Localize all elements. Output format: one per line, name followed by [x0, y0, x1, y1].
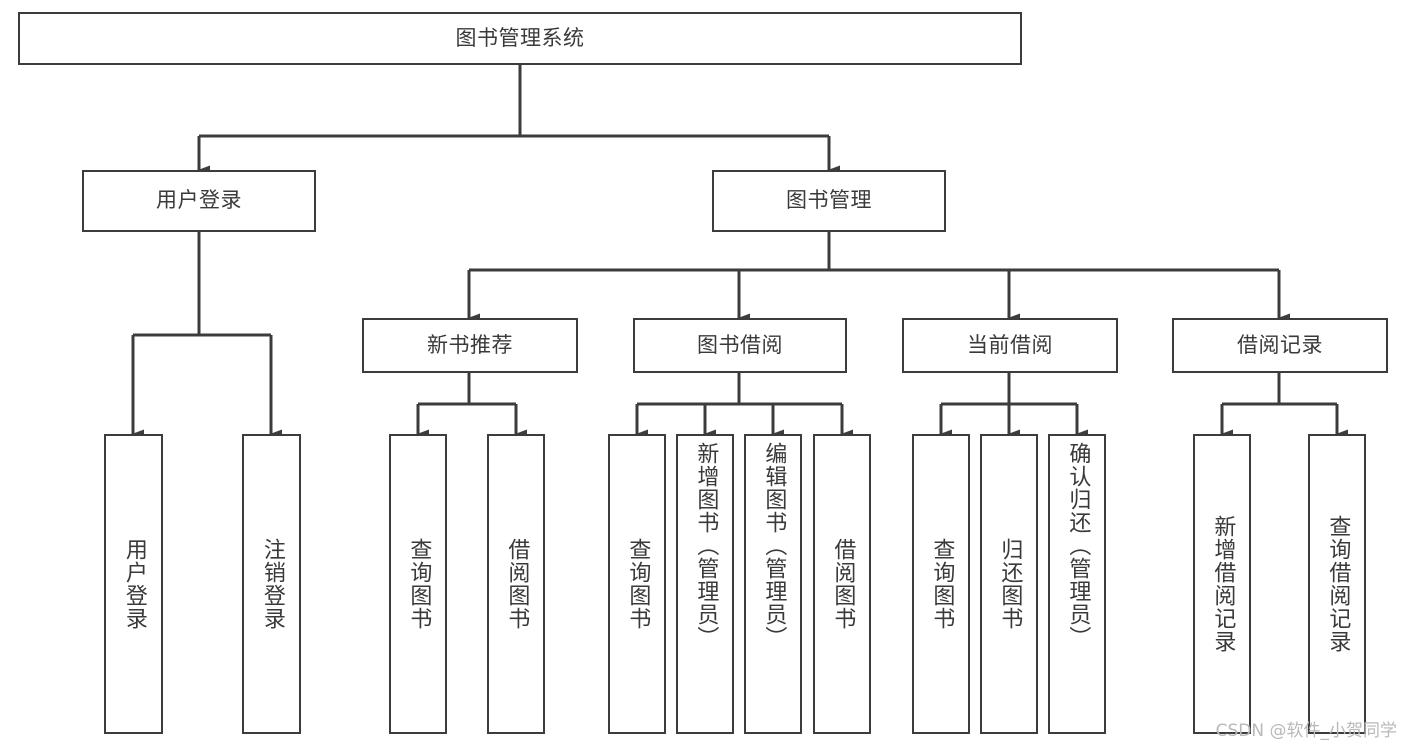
node-label: 注销登录 [259, 538, 285, 630]
node-label: 确认归还（管理员） [1065, 442, 1091, 649]
node-label: 图书借阅 [697, 332, 783, 357]
node-label: 用户登录 [156, 188, 242, 213]
leaf-user-login-login[interactable]: 用户登录 [104, 434, 163, 734]
node-book-borrow[interactable]: 图书借阅 [633, 318, 847, 373]
node-current-borrow[interactable]: 当前借阅 [902, 318, 1118, 373]
leaf-book-borrow-query-book[interactable]: 查询图书 [608, 434, 666, 734]
node-borrow-record[interactable]: 借阅记录 [1172, 318, 1388, 373]
node-label: 用户登录 [121, 538, 147, 630]
node-label: 新书推荐 [427, 332, 513, 357]
node-label: 查询图书 [406, 538, 432, 630]
node-user-login[interactable]: 用户登录 [82, 170, 316, 232]
node-label: 图书管理 [786, 188, 872, 213]
leaf-current-borrow-query-book[interactable]: 查询图书 [912, 434, 970, 734]
node-label: 查询图书 [625, 538, 651, 630]
node-label: 归还图书 [997, 538, 1023, 630]
node-label: 编辑图书（管理员） [761, 442, 787, 649]
leaf-current-borrow-confirm-return-admin[interactable]: 确认归还（管理员） [1048, 434, 1106, 734]
node-label: 查询借阅记录 [1325, 515, 1351, 653]
node-label: 图书管理系统 [455, 25, 585, 50]
leaf-borrow-record-query-record[interactable]: 查询借阅记录 [1308, 434, 1366, 734]
node-book-management[interactable]: 图书管理 [712, 170, 946, 232]
leaf-current-borrow-return-book[interactable]: 归还图书 [980, 434, 1038, 734]
node-label: 新增借阅记录 [1210, 515, 1236, 653]
node-label: 查询图书 [929, 538, 955, 630]
leaf-new-book-borrow-book[interactable]: 借阅图书 [487, 434, 545, 734]
node-new-book-recommend[interactable]: 新书推荐 [362, 318, 578, 373]
leaf-new-book-query-book[interactable]: 查询图书 [389, 434, 447, 734]
leaf-book-borrow-add-book-admin[interactable]: 新增图书（管理员） [676, 434, 734, 734]
leaf-book-borrow-edit-book-admin[interactable]: 编辑图书（管理员） [744, 434, 802, 734]
node-label: 新增图书（管理员） [693, 442, 719, 649]
node-label: 当前借阅 [967, 332, 1053, 357]
node-root-book-management-system[interactable]: 图书管理系统 [18, 12, 1022, 65]
leaf-borrow-record-add-record[interactable]: 新增借阅记录 [1193, 434, 1251, 734]
node-label: 借阅图书 [504, 538, 530, 630]
node-label: 借阅记录 [1237, 332, 1323, 357]
node-label: 借阅图书 [830, 538, 856, 630]
leaf-book-borrow-borrow-book[interactable]: 借阅图书 [813, 434, 871, 734]
leaf-user-login-logout[interactable]: 注销登录 [242, 434, 301, 734]
